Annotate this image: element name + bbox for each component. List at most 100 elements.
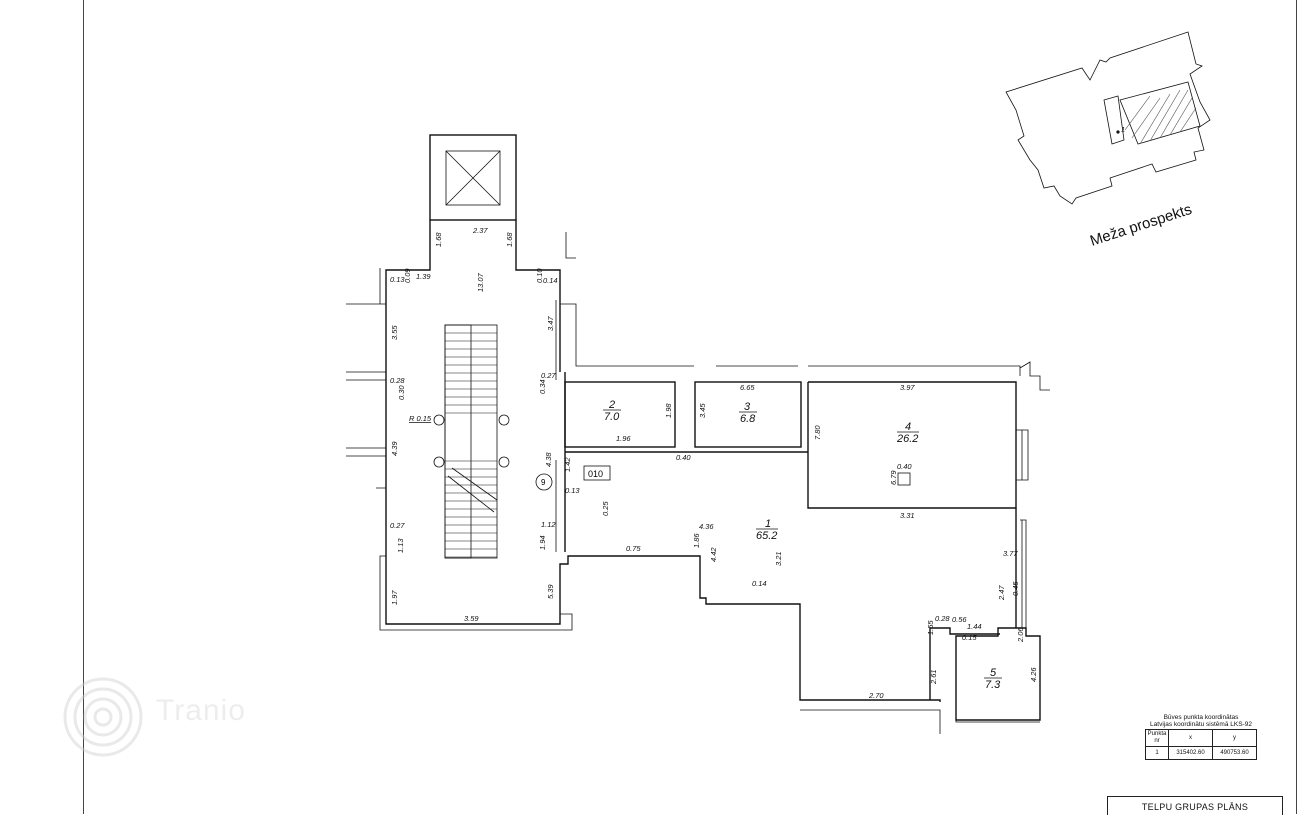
dim-label: 4.42 <box>709 547 718 562</box>
coord-header-point: Punkta nr <box>1145 729 1169 747</box>
dim-label: 2.61 <box>929 669 938 685</box>
room-3-number: 3 <box>744 401 751 413</box>
column-marker <box>433 456 445 468</box>
staircase <box>433 324 510 559</box>
room-5-area: 7.3 <box>985 679 1001 691</box>
site-point-marker <box>1116 130 1120 134</box>
stair-marker-label: 9 <box>541 478 546 487</box>
dim-label: 0.30 <box>397 385 406 400</box>
dim-label: 1.13 <box>396 538 405 553</box>
dimension-labels: 2.37 1.68 1.68 13.07 0.13 0.09 1.39 0.10… <box>390 226 1038 700</box>
coordinates-caption-1: Būves punkta koordinātas <box>1163 714 1239 721</box>
room-2-label: 2 7.0 <box>603 399 621 423</box>
dim-label: 3.21 <box>774 551 783 566</box>
dim-label: 0.75 <box>626 544 641 553</box>
dim-label: 0.14 <box>752 579 767 588</box>
site-point-label: 1 <box>1121 125 1125 134</box>
watermark: Tranio <box>58 672 278 762</box>
room-4-area: 26.2 <box>896 433 918 445</box>
dim-label: 0.13 <box>390 275 405 284</box>
dim-label: 3.97 <box>900 383 915 392</box>
dim-label: 2.70 <box>868 691 884 700</box>
room-2-area: 7.0 <box>604 411 620 423</box>
dim-label: 0.14 <box>543 276 558 285</box>
room-1-label: 1 65.2 <box>756 518 778 542</box>
dim-label: 7.80 <box>813 425 822 440</box>
coord-y-value: 490753.60 <box>1212 746 1257 760</box>
room-5-label: 5 7.3 <box>984 667 1002 691</box>
dim-label: 1.94 <box>538 535 547 550</box>
dim-label: 2.47 <box>997 585 1006 601</box>
column-marker <box>433 414 445 426</box>
dim-label: 0.40 <box>676 453 691 462</box>
sheet-border-left <box>83 0 84 814</box>
dim-label: 3.31 <box>900 511 915 520</box>
site-inset: 1 <box>1005 31 1211 205</box>
room-4-label: 4 26.2 <box>896 421 919 445</box>
room-4-number: 4 <box>905 421 911 433</box>
dim-label: 4.26 <box>1029 667 1038 682</box>
dim-label: 2.37 <box>472 226 488 235</box>
coord-point-number: 1 <box>1145 746 1169 760</box>
dim-label: 0.40 <box>897 462 912 471</box>
dim-label: 5.39 <box>546 584 555 599</box>
dim-label: 0.56 <box>952 615 967 624</box>
room-1-area: 65.2 <box>756 530 777 542</box>
column-marker <box>498 456 510 468</box>
dim-label: 1.98 <box>664 403 673 418</box>
dim-label: 6.79 <box>889 470 898 485</box>
room-2-number: 2 <box>608 399 615 411</box>
column-marker <box>498 414 510 426</box>
dim-label: 3.47 <box>546 316 555 331</box>
dim-label: 4.38 <box>544 452 553 467</box>
coord-x-value: 315402.60 <box>1168 746 1213 760</box>
dim-label: 0.15 <box>962 633 977 642</box>
dim-label: 0.25 <box>601 501 610 516</box>
stair-hall-walls <box>346 220 1040 734</box>
room-3-area: 6.8 <box>740 413 756 425</box>
coord-header-y: y <box>1212 729 1257 747</box>
dim-label: 1.55 <box>926 620 935 635</box>
watermark-logo-icon <box>63 677 143 757</box>
dim-label: 0.09 <box>403 268 412 283</box>
dim-label: 1.68 <box>505 232 514 247</box>
dim-label: 1.96 <box>616 434 631 443</box>
dim-label: 0.28 <box>935 614 950 623</box>
dim-label: 6.65 <box>740 383 755 392</box>
dim-label: 0.27 <box>390 521 405 530</box>
dim-label: 1.44 <box>967 622 982 631</box>
dim-label: 2.06 <box>1016 627 1025 643</box>
dim-label: 4.39 <box>390 441 399 456</box>
dim-label: 1.39 <box>416 272 431 281</box>
dim-label: 3.45 <box>698 403 707 418</box>
dim-label: 1.12 <box>541 520 556 529</box>
coordinates-caption-2: Latvijas koordinātu sistēmā LKS-92 <box>1150 721 1252 728</box>
room-5-number: 5 <box>990 667 997 679</box>
dim-label: 1.97 <box>390 590 399 605</box>
dim-label: 0.10 <box>535 268 544 283</box>
room-code: 010 <box>588 469 603 479</box>
dim-label: 1.86 <box>692 533 701 548</box>
dim-label: 0.34 <box>538 379 547 394</box>
dim-label: 3.55 <box>390 325 399 340</box>
sheet-border-right <box>1296 0 1297 814</box>
dim-label: 13.07 <box>476 272 485 292</box>
dim-label: 1.42 <box>563 457 572 472</box>
stair-radius-label: R 0.15 <box>409 414 432 423</box>
street-label: Meža prospekts <box>1088 201 1194 250</box>
room-3-label: 3 6.8 <box>739 401 757 425</box>
room-code-box <box>583 465 611 481</box>
room-1-number: 1 <box>765 518 771 530</box>
dim-label: 3.77 <box>1003 549 1018 558</box>
coord-header-x: x <box>1168 729 1213 747</box>
room-labels: 1 65.2 2 7.0 3 6.8 4 26.2 5 7.3 <box>603 399 1002 691</box>
dim-label: 4.36 <box>699 522 714 531</box>
dim-label: 1.68 <box>434 232 443 247</box>
dim-label: 0.13 <box>565 486 580 495</box>
title-block: TELPU GRUPAS PLĀNS <box>1107 796 1283 815</box>
elevator-shaft <box>429 134 517 221</box>
dim-label: 0.27 <box>541 371 556 380</box>
watermark-brand: Tranio <box>156 694 246 727</box>
dim-label: 0.45 <box>1011 581 1020 596</box>
